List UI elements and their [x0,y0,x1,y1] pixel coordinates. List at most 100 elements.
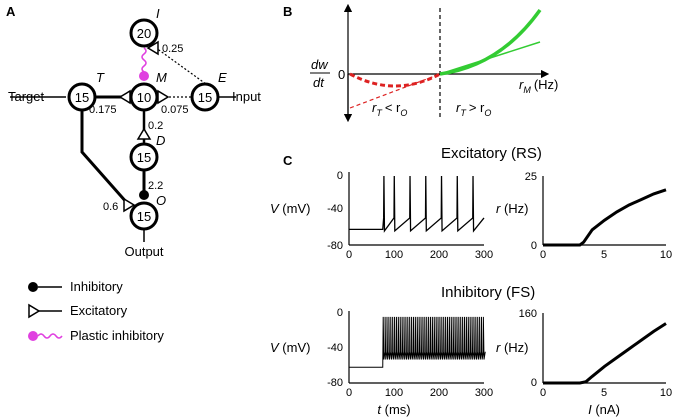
plastic-synapse-line [141,47,147,73]
node-letter-d: D [156,133,165,148]
inh-t-tick-300: 300 [475,387,493,399]
exc-rate-plot: 25 0 0 5 10 r (Hz) [496,171,672,261]
panel-b-right-region: rT> rO [456,100,491,118]
exc-v-tick-0: 0 [337,170,343,182]
exc-t-tick-300: 300 [475,249,493,261]
edge-t-o [80,110,130,205]
inh-r-tick-0: 0 [531,377,537,389]
exc-i-tick-10: 10 [660,249,672,261]
excitatory-synapse-e-i [146,40,159,56]
inh-r-tick-160: 160 [519,308,537,320]
network-diagram: 20 10 15 15 15 15 I M T E D O 0.25 0.175… [8,6,261,259]
input-label: Input [232,89,261,104]
exc-v-tick-40: -40 [327,203,343,215]
excitatory-synapse-t-o [123,197,136,213]
exc-r-tick-0: 0 [531,240,537,252]
node-i [129,18,159,48]
inh-i-tick-5: 5 [601,387,607,399]
exc-rate-curve [543,188,667,247]
inh-rate-plot: 160 0 0 5 10 r (Hz) I (nA) [496,308,672,417]
weight-m-d: 0.2 [148,120,163,132]
legend-inhibitory-dot [28,282,38,292]
exc-voltage-plot: 0 -40 -80 0 100 200 300 V (mV) [270,170,493,261]
legend-plastic-label: Plastic inhibitory [70,328,164,343]
legend-excitatory-triangle [28,303,41,319]
exc-r-tick-25: 25 [525,171,537,183]
excitatory-synapse-e-m [157,89,170,105]
panel-b-plot: dw dt 0 rM(Hz) rT< rO rT> rO [310,3,558,123]
panel-b-left-region: rT< rO [372,100,407,118]
panel-label-b: B [283,4,292,19]
weight-e-m: 0.075 [161,104,189,116]
panel-b-green-line [439,41,541,75]
panel-b-xlabel: rM(Hz) [519,77,558,95]
node-letter-i: I [156,6,160,21]
inh-i-tick-10: 10 [660,387,672,399]
weight-d-o: 2.2 [148,180,163,192]
legend: Inhibitory Excitatory Plastic inhibitory [28,279,164,343]
node-letter-o: O [156,193,166,208]
excitatory-synapse-t-m [118,89,131,105]
panel-label-a: A [6,4,16,19]
weight-t-o: 0.6 [103,201,118,213]
excitatory-synapse-m-d [136,127,152,140]
node-d [129,142,159,172]
node-letter-e: E [218,70,227,85]
edge-e-i [151,44,207,85]
inh-rate-curve [543,322,667,385]
exc-title: Excitatory (RS) [441,145,542,162]
inh-t-tick-200: 200 [430,387,448,399]
exc-voltage-trace [349,175,485,233]
legend-inhibitory-label: Inhibitory [70,279,123,294]
inh-t-tick-100: 100 [385,387,403,399]
exc-t-tick-100: 100 [385,249,403,261]
exc-t-tick-200: 200 [430,249,448,261]
plastic-synapse-dot [139,71,149,81]
weight-t-m: 0.175 [89,104,117,116]
inhibitory-synapse-d-o [139,190,149,200]
exc-i-tick-5: 5 [601,249,607,261]
exc-v-label: V (mV) [270,201,310,216]
i-axis-label: I (nA) [588,402,620,417]
exc-r-label: r (Hz) [496,201,529,216]
inh-v-tick-40: -40 [327,342,343,354]
inh-voltage-trace [349,316,486,368]
panel-label-c: C [283,153,293,168]
inh-v-tick-80: -80 [327,377,343,389]
exc-t-tick-0: 0 [346,249,352,261]
panel-b-green-curve [439,8,542,76]
weight-i-e: 0.25 [162,43,183,55]
inh-r-label: r (Hz) [496,340,529,355]
output-label: Output [124,244,163,259]
node-e-value: 15 [198,90,212,105]
panel-b-red-curve [349,72,441,88]
node-o [129,201,159,231]
inh-v-tick-0: 0 [337,307,343,319]
inh-i-tick-0: 0 [540,387,546,399]
node-letter-t: T [96,70,105,85]
node-e [190,82,220,112]
exc-i-tick-0: 0 [540,249,546,261]
t-axis-label: t (ms) [377,402,410,417]
node-o-value: 15 [137,209,151,224]
panel-b-red-line [349,73,441,109]
node-t-value: 15 [75,90,89,105]
panel-b-zero: 0 [338,67,345,82]
node-d-value: 15 [137,150,151,165]
inh-title: Inhibitory (FS) [441,284,535,301]
node-i-value: 20 [137,26,151,41]
node-t [67,82,97,112]
exc-v-tick-80: -80 [327,240,343,252]
target-label: Target [8,89,45,104]
node-m-value: 10 [137,90,151,105]
inh-voltage-plot: 0 -40 -80 0 100 200 300 V (mV) t (ms) [270,307,493,417]
inh-v-label: V (mV) [270,340,310,355]
node-letter-m: M [156,70,167,85]
panel-b-ylabel-num: dw [311,57,329,72]
node-m [129,82,159,112]
inh-t-tick-0: 0 [346,387,352,399]
legend-plastic-dot [28,331,38,341]
panel-b-ylabel-den: dt [313,75,325,90]
legend-plastic-line [37,333,63,339]
